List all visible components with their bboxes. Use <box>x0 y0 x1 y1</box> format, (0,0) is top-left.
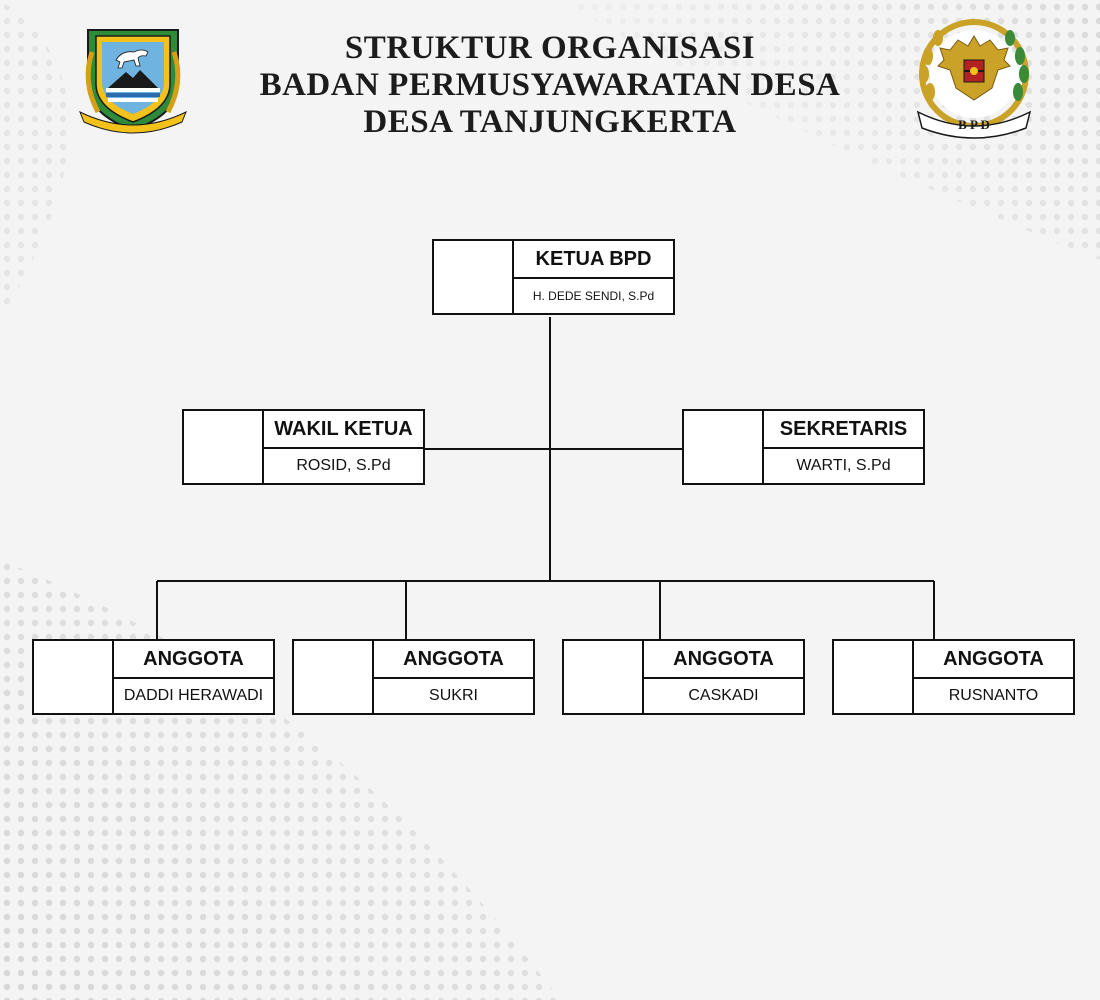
photo-placeholder <box>564 641 644 713</box>
person-name: H. DEDE SENDI, S.Pd <box>532 289 655 303</box>
person-name: WARTI, S.Pd <box>796 457 891 474</box>
photo-placeholder <box>834 641 914 713</box>
role-label: SEKRETARIS <box>764 411 923 449</box>
photo-placeholder <box>434 241 514 313</box>
node-anggota-4: ANGGOTA RUSNANTO <box>832 639 1075 715</box>
regency-crest-icon <box>79 29 187 134</box>
photo-placeholder <box>294 641 374 713</box>
title-line-2: BADAN PERMUSYAWARATAN DESA <box>259 67 841 103</box>
page-title: STRUKTUR ORGANISASI BADAN PERMUSYAWARATA… <box>200 30 900 141</box>
emblem-label: B P D <box>958 117 990 132</box>
header: STRUKTUR ORGANISASI BADAN PERMUSYAWARATA… <box>0 0 1100 160</box>
person-name: RUSNANTO <box>948 687 1039 704</box>
person-name: SUKRI <box>429 687 478 704</box>
role-label: WAKIL KETUA <box>264 411 423 449</box>
photo-placeholder <box>184 411 264 483</box>
node-ketua: KETUA BPD H. DEDE SENDI, S.Pd <box>432 239 675 315</box>
title-line-1: STRUKTUR ORGANISASI <box>344 30 756 66</box>
role-label: ANGGOTA <box>914 641 1073 679</box>
person-name: ROSID, S.Pd <box>296 457 391 474</box>
role-label: ANGGOTA <box>374 641 533 679</box>
node-anggota-2: ANGGOTA SUKRI <box>292 639 535 715</box>
garuda-bpd-emblem-icon: B P D <box>916 19 1032 139</box>
role-label: KETUA BPD <box>514 241 673 279</box>
person-name: DADDI HERAWADI <box>123 687 264 704</box>
role-label: ANGGOTA <box>644 641 803 679</box>
person-name: CASKADI <box>688 687 759 704</box>
role-label: ANGGOTA <box>114 641 273 679</box>
title-line-3: DESA TANJUNGKERTA <box>363 104 737 140</box>
node-sekretaris: SEKRETARIS WARTI, S.Pd <box>682 409 925 485</box>
node-wakil-ketua: WAKIL KETUA ROSID, S.Pd <box>182 409 425 485</box>
node-anggota-1: ANGGOTA DADDI HERAWADI <box>32 639 275 715</box>
photo-placeholder <box>684 411 764 483</box>
node-anggota-3: ANGGOTA CASKADI <box>562 639 805 715</box>
photo-placeholder <box>34 641 114 713</box>
